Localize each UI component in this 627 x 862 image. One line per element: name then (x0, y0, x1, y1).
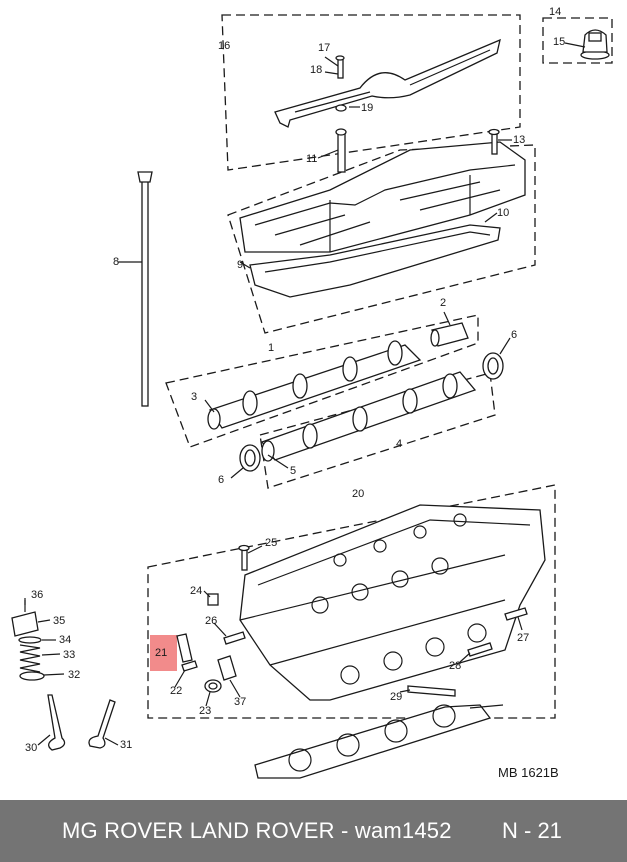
callout-1: 1 (268, 342, 274, 354)
valve-spring-33[interactable] (19, 644, 41, 673)
oil-filler-cap[interactable] (580, 29, 610, 60)
group-box-14 (542, 17, 613, 64)
callout-16: 16 (218, 40, 230, 52)
callout-35: 35 (53, 615, 65, 627)
exploded-parts-diagram: 1 2 3 4 5 6 6 8 9 10 11 13 14 15 16 17 1… (11, 6, 613, 780)
cylinder-head[interactable] (239, 504, 546, 701)
callout-20: 20 (352, 488, 364, 500)
callout-19: 19 (361, 102, 373, 114)
footer-title: MG ROVER LAND ROVER - wam1452 (62, 818, 452, 843)
callout-11: 11 (306, 153, 317, 165)
callout-6b: 6 (218, 474, 224, 486)
callout-34: 34 (59, 634, 71, 646)
callout-8: 8 (113, 256, 119, 268)
callout-26: 26 (205, 615, 217, 627)
callout-23: 23 (199, 705, 211, 717)
cap-35[interactable] (11, 611, 39, 637)
diagram-code: MB 1621B (498, 765, 559, 780)
callout-37: 37 (234, 696, 246, 708)
callout-5: 5 (290, 465, 296, 477)
leader-lines (24, 42, 586, 746)
callout-4: 4 (396, 438, 402, 450)
spring-seat-34[interactable] (18, 636, 42, 644)
callout-25: 25 (265, 537, 277, 549)
callout-36: 36 (31, 589, 43, 601)
callout-24: 24 (190, 585, 202, 597)
callout-3: 3 (191, 391, 197, 403)
camshaft-bearing-2[interactable] (430, 322, 469, 347)
group-box-9 (227, 144, 536, 334)
stud-27[interactable] (504, 607, 528, 621)
callout-6a: 6 (511, 329, 517, 341)
callout-30: 30 (25, 742, 37, 754)
callout-2: 2 (440, 297, 446, 309)
cover-gasket-10[interactable] (249, 224, 501, 298)
head-bolt-8[interactable] (137, 171, 153, 407)
callout-10: 10 (497, 207, 509, 219)
cover-washer-19[interactable] (335, 104, 347, 112)
cover-stud-17[interactable] (335, 55, 345, 79)
callout-21: 21 (155, 647, 167, 659)
cover-bolt-13[interactable] (488, 128, 500, 155)
valve-31[interactable] (88, 699, 116, 749)
callout-31: 31 (120, 739, 132, 751)
spring-base-32[interactable] (19, 671, 45, 681)
oil-seal-6-right[interactable] (482, 352, 504, 380)
callout-33: 33 (63, 649, 75, 661)
dowel-24[interactable] (207, 593, 219, 606)
stud-26[interactable] (223, 631, 246, 645)
valve-seat-22[interactable] (181, 660, 198, 672)
stud-25[interactable] (238, 544, 250, 571)
cover-bolt-11[interactable] (335, 128, 347, 173)
oil-seal-23[interactable] (204, 679, 222, 693)
head-gasket[interactable] (254, 704, 492, 779)
callout-14: 14 (549, 6, 561, 18)
tappet-37[interactable] (217, 655, 237, 681)
callout-13: 13 (513, 134, 525, 146)
footer-bar: MG ROVER LAND ROVER - wam1452 N - 21 (0, 800, 627, 862)
camshaft-inlet-3[interactable] (207, 340, 422, 430)
callout-18: 18 (310, 64, 322, 76)
stud-29[interactable] (407, 685, 456, 697)
callout-9: 9 (237, 259, 243, 271)
group-box-1 (165, 314, 479, 448)
callout-15: 15 (553, 36, 565, 48)
valve-guide-21[interactable] (150, 633, 193, 671)
callout-22: 22 (170, 685, 182, 697)
engine-cover-plate[interactable] (274, 38, 501, 128)
valve-30[interactable] (47, 694, 66, 751)
callout-32: 32 (68, 669, 80, 681)
oil-seal-6-left[interactable] (239, 444, 261, 472)
camshaft-exhaust-4[interactable] (260, 371, 477, 462)
callout-28: 28 (449, 660, 461, 672)
callout-27: 27 (517, 632, 529, 644)
camshaft-cover[interactable] (239, 141, 526, 253)
callout-29: 29 (390, 691, 402, 703)
callout-17: 17 (318, 42, 330, 54)
group-box-16 (221, 14, 521, 171)
group-box-20 (147, 484, 556, 719)
footer-page-number: N - 21 (502, 818, 562, 843)
callout-labels: 1 2 3 4 5 6 6 8 9 10 11 13 14 15 16 17 1… (25, 6, 565, 754)
